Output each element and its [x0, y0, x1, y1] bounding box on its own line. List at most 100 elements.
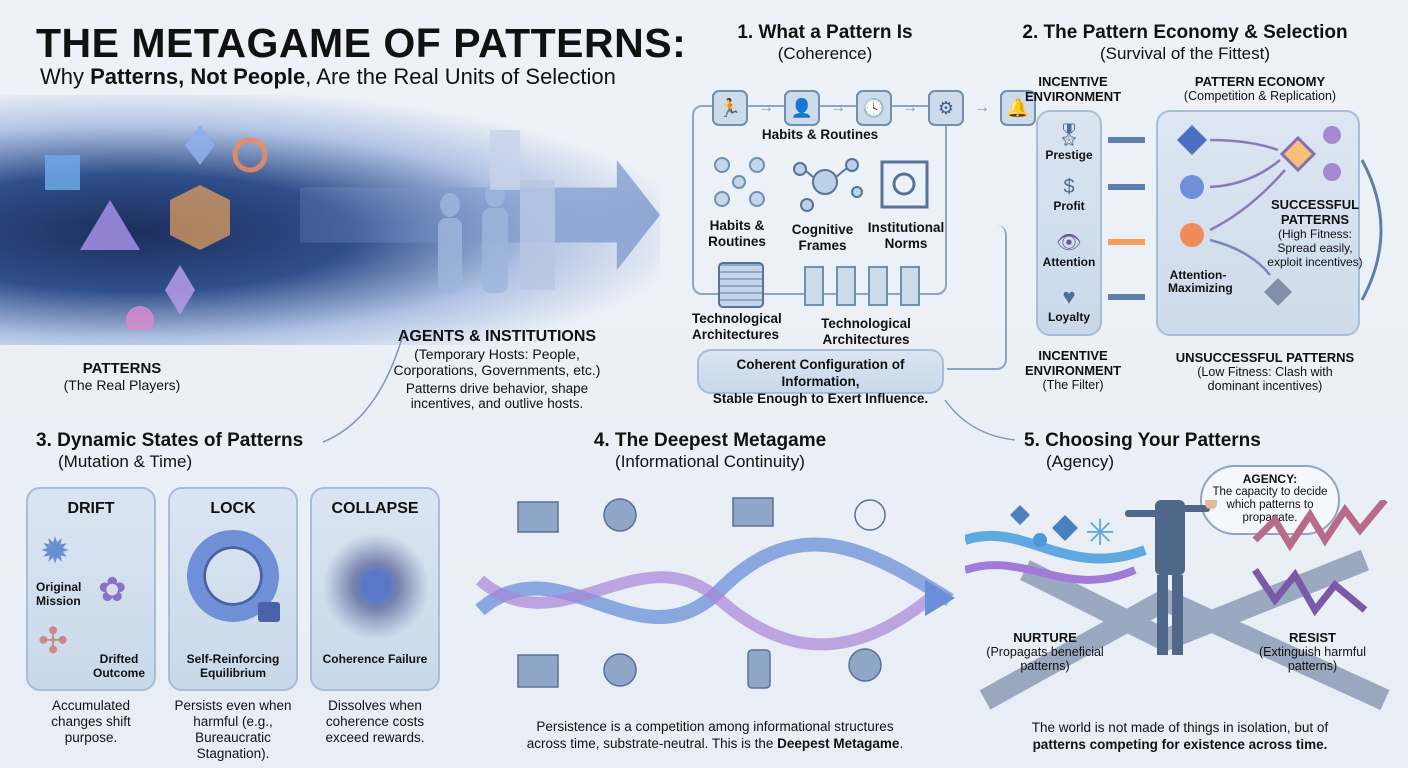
scholar-icon — [603, 653, 637, 687]
subtitle-bold: Patterns, Not People — [90, 64, 306, 89]
agency-title: AGENCY: — [1242, 472, 1298, 486]
replica-gear-icon — [1323, 126, 1341, 144]
harmful-zigzag — [1252, 568, 1368, 617]
agents-sub: (Temporary Hosts: People, — [414, 346, 580, 362]
nurture-label: NURTURE — [1013, 630, 1077, 645]
subtitle-text: Why — [40, 64, 91, 89]
gears-icon: ⚙ — [928, 90, 964, 126]
atom-icon — [854, 499, 886, 531]
snowflake-icon: ✳ — [1085, 512, 1115, 553]
harmful-zigzag — [1252, 500, 1388, 552]
original-gear-icon: ✹ — [40, 530, 71, 571]
item-institutional-norms: Institutional Norms — [867, 220, 945, 251]
caption-line: . — [899, 736, 904, 751]
section1-header: 1. What a Pattern Is (Coherence) — [700, 22, 950, 64]
section3-subtitle: (Mutation & Time) — [58, 452, 193, 471]
collapse-desc: Dissolves when coherence costs exceed re… — [325, 698, 425, 745]
clock-icon: 🕓 — [856, 90, 892, 126]
economy-sub: (Competition & Replication) — [1183, 89, 1337, 103]
agents-sub: Corporations, Governments, etc.) — [393, 362, 601, 378]
unsuccessful-patterns-block: UNSUCCESSFUL PATTERNS (Low Fitness: Clas… — [1160, 350, 1370, 393]
lock-title: LOCK — [210, 500, 256, 517]
patterns-label-block: PATTERNS (The Real Players) — [52, 360, 192, 393]
agents-desc: incentives, and outlive hosts. — [410, 396, 584, 411]
incentive-loyalty: ♥Loyalty — [1036, 284, 1102, 324]
section4-title: 4. The Deepest Metagame — [593, 430, 827, 451]
phone-icon — [747, 649, 771, 689]
filter-block: INCENTIVE ENVIRONMENT (The Filter) — [1018, 348, 1128, 392]
successful-patterns-block: SUCCESSFUL PATTERNS (High Fitness: Sprea… — [1260, 197, 1370, 269]
section3-header: 3. Dynamic States of Patterns (Mutation … — [36, 430, 303, 472]
agency-text: The capacity to decide which patterns to… — [1212, 486, 1328, 524]
incentive-env-label: INCENTIVE ENVIRONMENT — [1024, 74, 1122, 104]
section1-subtitle: (Coherence) — [777, 44, 873, 63]
incentive-column — [1036, 110, 1102, 336]
section5-header: 5. Choosing Your Patterns (Agency) — [1024, 430, 1261, 472]
state-drift — [26, 487, 156, 691]
page-subtitle: Why Patterns, Not People, Are the Real U… — [40, 64, 616, 90]
successful-pattern-icon — [1279, 135, 1317, 173]
incentive-label: Attention — [1042, 255, 1096, 269]
connector-line — [944, 399, 1016, 441]
section4-subtitle: (Informational Continuity) — [615, 452, 805, 471]
section5-title: 5. Choosing Your Patterns — [1024, 430, 1261, 451]
eye-icon: 👁 — [1056, 232, 1082, 254]
padlock-icon — [258, 602, 280, 622]
filter-label: INCENTIVE ENVIRONMENT — [1024, 348, 1122, 378]
hexagon-icon — [170, 185, 230, 250]
patterns-label: PATTERNS — [82, 360, 162, 377]
routine-cycle-icon — [714, 157, 765, 207]
definition-line: Coherent Configuration of Information, — [736, 357, 905, 389]
nurture-sub: (Propagats beneficial patterns) — [986, 645, 1104, 673]
incentive-label: Prestige — [1045, 148, 1093, 162]
successful-label: SUCCESSFUL PATTERNS — [1270, 197, 1360, 227]
page-title: THE METAGAME OF PATTERNS: — [36, 20, 687, 66]
incentive-prestige: 🎖Prestige — [1036, 122, 1102, 162]
ring-icon — [232, 137, 268, 173]
lock-desc: Persists even when harmful (e.g., Bureau… — [174, 698, 292, 761]
agents-label: AGENTS & INSTITUTIONS — [397, 328, 597, 345]
temple-icon — [517, 501, 559, 533]
connector-line — [947, 225, 1007, 370]
caption-bold: Deepest Metagame — [777, 736, 900, 751]
footer-bold: patterns competing for existence across … — [1032, 737, 1328, 752]
attention-gear-icon — [1180, 223, 1204, 247]
ring-diamond-icon — [1052, 515, 1078, 541]
subtitle-text: , Are the Real Units of Selection — [305, 64, 616, 89]
replica-gear-icon — [1323, 163, 1341, 181]
resist-block: RESIST (Extinguish harmful patterns) — [1255, 630, 1370, 673]
diamond-pattern-icon — [1177, 125, 1207, 155]
beneficial-stream — [965, 561, 1137, 584]
item-habits-routines: Habits & Routines — [708, 218, 766, 249]
gear-frame-icon — [880, 160, 929, 209]
globe-icon — [848, 648, 882, 682]
circle-icon — [1033, 533, 1047, 547]
caption-line: Persistence is a competition among infor… — [536, 719, 894, 734]
decaying-pattern-icon — [1264, 278, 1292, 306]
section5-subtitle: (Agency) — [1046, 452, 1115, 471]
cube-icon — [45, 155, 80, 190]
beneficial-stream — [965, 530, 1147, 564]
drifted-outcome-label: Drifted Outcome — [92, 652, 145, 680]
network-icon — [793, 158, 863, 212]
server-chain-icon — [804, 266, 920, 306]
drifting-gear-icon: ✿ — [98, 571, 127, 609]
incentive-attention: 👁Attention — [1036, 230, 1102, 269]
section2-title: 2. The Pattern Economy & Selection — [1022, 22, 1348, 43]
footer-line: The world is not made of things in isola… — [1031, 720, 1329, 735]
incentive-profit: $Profit — [1036, 176, 1102, 213]
resist-sub: (Extinguish harmful patterns) — [1259, 645, 1366, 673]
people-silhouettes — [438, 130, 555, 293]
economy-flows — [1108, 125, 1383, 306]
continuity-helix — [475, 497, 955, 689]
section2-header: 2. The Pattern Economy & Selection (Surv… — [1010, 22, 1360, 64]
section1-title: 1. What a Pattern Is — [737, 22, 913, 43]
pattern-type-icons — [714, 157, 929, 212]
equilibrium-label: Self-Reinforcing Equilibrium — [186, 652, 280, 680]
habit-icon-row: 🏃→ 👤→ 🕓→ ⚙→ 🔔 — [712, 90, 1036, 126]
dissolving-gear-icon — [322, 532, 430, 640]
item-cognitive-frames: Cognitive Frames — [791, 222, 854, 253]
agents-label-block: AGENTS & INSTITUTIONS (Temporary Hosts: … — [357, 328, 637, 411]
coherence-failure-label: Coherence Failure — [322, 652, 428, 666]
diamond-icon — [1010, 505, 1030, 525]
